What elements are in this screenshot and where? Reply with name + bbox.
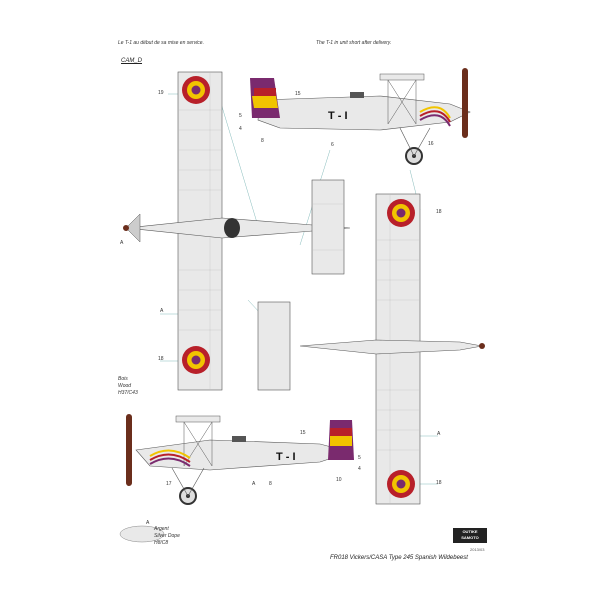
callout-18-bottom-1: 18 [436,209,442,215]
side-view-plane-2 [126,414,354,505]
top-spinner [123,225,129,231]
top-tailplane [311,179,345,275]
paint-legend-line-1: Argent [154,526,169,532]
callout-18-bottom-2: 18 [436,480,442,486]
callout-4-side1: 4 [239,126,242,132]
callout-17-side2: 17 [166,481,172,487]
paint-legend-letter: A [146,520,150,526]
side1-fin-yellow [252,96,278,108]
callout-5-side2: 5 [358,455,361,461]
roundel-top-1-center [191,85,201,95]
callout-19-top: 19 [158,90,164,96]
bottom-fuselage [299,339,483,355]
bottom-tailplane [257,301,291,391]
side-view-plane-1 [250,68,471,165]
registration-side-1: T - I [328,110,348,122]
brand-logo: OUTIKE SAMOTO [453,528,487,543]
top-view-plane [123,71,351,391]
side1-fuselage [257,95,471,131]
callout-a-top-2: A [160,308,164,314]
callout-18-top: 18 [158,356,164,362]
caption-right: The T-1 in unit short after delivery. [316,40,392,46]
caption-left: Le T-1 au début de sa mise en service. [118,40,204,46]
callout-a-top: A [120,240,124,246]
paint-legend-line-2: Silver Dope [154,533,180,539]
callout-8-side2: 8 [269,481,272,487]
paint-legend-line-3: H8/C8 [154,540,169,546]
callout-a-side2: A [252,481,256,487]
camo-label: CAM_D [121,58,143,64]
top-nose [125,213,141,243]
roundel-top-2-center [191,355,201,365]
side2-propeller [126,414,132,486]
prop-legend-line-1: Bois [118,376,128,382]
callout-6-side1: 6 [331,142,334,148]
callout-4-side2: 4 [358,466,361,472]
side2-upper-wing [175,415,221,423]
logo-line-2: SAMOTO [461,535,479,540]
prop-legend-line-2: Wood [118,383,132,389]
registration-side-2: T - I [276,451,296,463]
footer-title: FR018 Vickers/CASA Type 245 Spanish Wild… [330,555,468,561]
side1-upper-wing [379,73,425,81]
prop-legend: Bois Wood H37/C43 [118,376,138,397]
side1-propeller [462,68,468,138]
callout-16-side1: 16 [428,141,434,147]
footer-code: 2013/03 [470,547,485,552]
paint-legend-text: Argent Silver Dope H8/C8 [154,526,180,547]
callout-10-side2: 10 [336,477,342,483]
callout-15-side2: 15 [300,430,306,436]
callout-a-bottom: A [437,431,441,437]
callout-8-side1: 8 [261,138,264,144]
paint-swatch-silver [119,525,165,543]
callout-5-side1: 5 [239,113,242,119]
side1-gun [350,92,364,98]
side1-fin-red [254,88,276,96]
bottom-view-plane [257,193,485,505]
top-cowling [224,218,240,238]
callout-15-side1: 15 [295,91,301,97]
prop-legend-line-3: H37/C43 [118,390,138,396]
logo-line-1: OUTIKE [462,529,478,534]
